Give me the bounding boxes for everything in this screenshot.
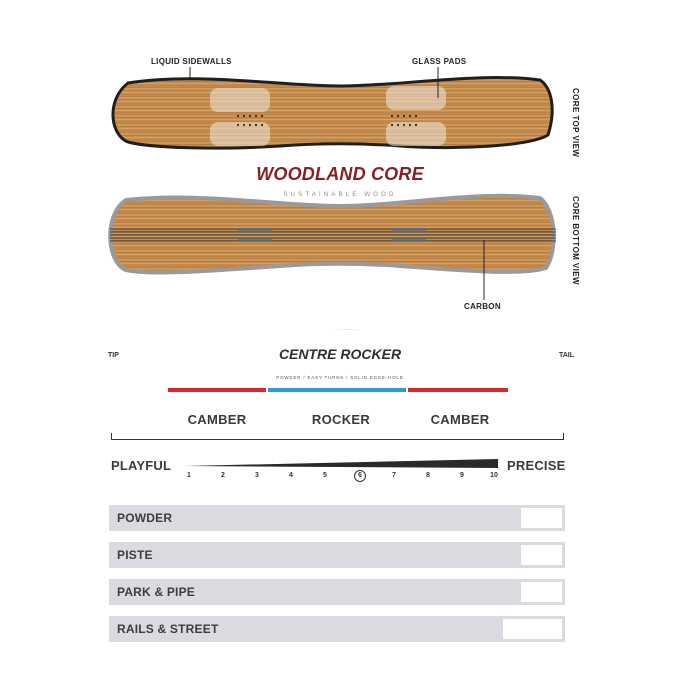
flex-wedge <box>184 459 498 468</box>
flex-tick-5: 5 <box>323 472 327 479</box>
liquid-sidewalls-label: LIQUID SIDEWALLS <box>151 57 232 66</box>
profile-title: CENTRE ROCKER <box>278 346 402 362</box>
zone-camber-left: CAMBER <box>187 412 247 427</box>
terrain-label: POWDER <box>117 511 173 525</box>
core-heading: WOODLAND CORE <box>0 164 680 185</box>
profile-heading: CENTRE ROCKER <box>0 346 680 364</box>
tip-label: TIP <box>108 352 119 359</box>
core-title: WOODLAND CORE <box>256 164 424 184</box>
core-top-view-label: CORE TOP VIEW <box>571 88 580 158</box>
flex-tick-9: 9 <box>460 472 464 479</box>
bracket-right-end <box>563 433 564 440</box>
zone-rocker: ROCKER <box>311 412 371 427</box>
terrain-label: RAILS & STREET <box>117 622 219 636</box>
board-illustration <box>108 67 556 330</box>
glass-pads-label: GLASS PADS <box>412 57 467 66</box>
core-bottom-view-label: CORE BOTTOM VIEW <box>571 196 580 285</box>
camber-bar-left <box>168 388 266 392</box>
terrain-label: PARK & PIPE <box>117 585 195 599</box>
bracket-left-end <box>111 433 112 440</box>
terrain-rating-remainder <box>521 508 562 528</box>
profile-subtitle: POWDER / EASY TURNS / SOLID EDGE-HOLD <box>276 375 404 380</box>
tail-label: TAIL <box>559 352 575 359</box>
terrain-rating-remainder <box>521 582 562 602</box>
profile-bracket <box>111 439 564 440</box>
flex-tick-1: 1 <box>187 472 191 479</box>
terrain-row: RAILS & STREET <box>109 616 565 642</box>
terrain-row: POWDER <box>109 505 565 531</box>
terrain-row: PISTE <box>109 542 565 568</box>
terrain-rating-remainder <box>521 545 562 565</box>
zone-camber-right: CAMBER <box>430 412 490 427</box>
profile-subtitle-wrap: POWDER / EASY TURNS / SOLID EDGE-HOLD <box>0 366 680 384</box>
carbon-label: CARBON <box>464 302 501 311</box>
core-bottom-board <box>108 193 556 300</box>
flex-tick-7: 7 <box>392 472 396 479</box>
precise-label: PRECISE <box>507 458 566 473</box>
camber-bar-right <box>408 388 508 392</box>
core-top-board <box>111 67 554 150</box>
flex-tick-6: 6 <box>354 470 366 482</box>
flex-tick-10: 10 <box>490 472 498 479</box>
terrain-rating-remainder <box>503 619 562 639</box>
flex-tick-2: 2 <box>221 472 225 479</box>
terrain-row: PARK & PIPE <box>109 579 565 605</box>
flex-tick-4: 4 <box>289 472 293 479</box>
flex-tick-8: 8 <box>426 472 430 479</box>
flex-tick-3: 3 <box>255 472 259 479</box>
rocker-bar <box>268 388 406 392</box>
playful-label: PLAYFUL <box>111 458 172 473</box>
terrain-label: PISTE <box>117 548 153 562</box>
core-subtitle: SUSTAINABLE WOOD <box>283 192 397 198</box>
core-subtitle-wrap: SUSTAINABLE WOOD <box>0 183 680 201</box>
